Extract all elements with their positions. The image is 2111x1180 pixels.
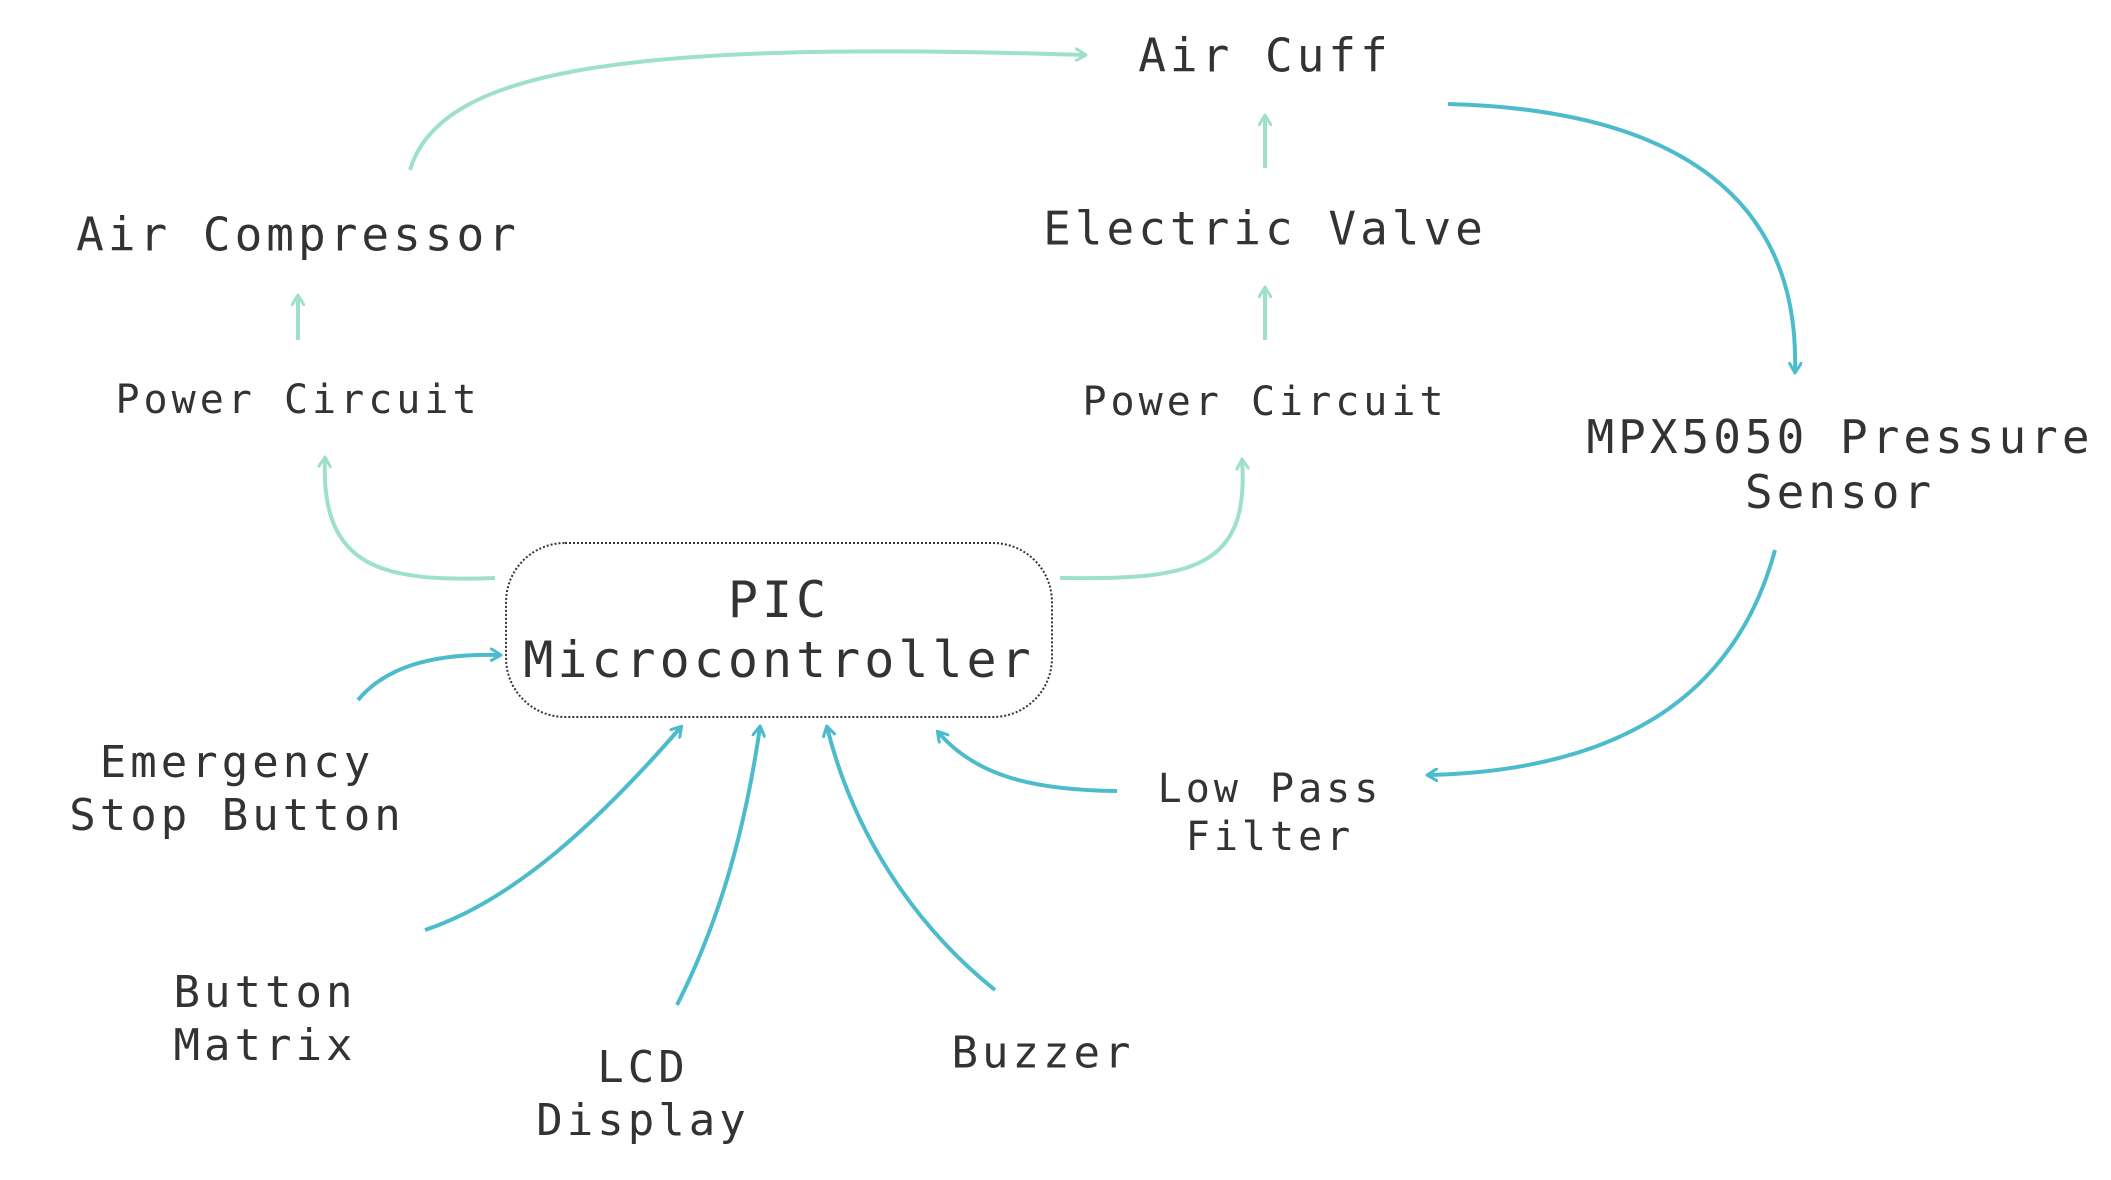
pressure-sensor-label-line2: Sensor	[1744, 465, 1936, 519]
buzzer-label: Buzzer	[951, 1027, 1135, 1079]
air-compressor-label: Air Compressor	[76, 207, 520, 262]
link-cuff-to-sensor	[1447, 102, 1795, 372]
link-sensor-to-filter	[1428, 549, 1777, 775]
link-mcu-to-power-left	[325, 458, 496, 581]
emergency-stop-label-line2: Stop Button	[69, 790, 405, 841]
button-matrix-label-line2: Matrix	[173, 1020, 357, 1071]
link-buzzer-to-mcu	[827, 727, 997, 992]
link-button-matrix-to-mcu	[424, 727, 681, 932]
electric-valve-node: Electric Valve	[1043, 201, 1487, 256]
power-circuit-left-node: Power Circuit	[115, 376, 480, 424]
mcu-label: PIC Microcontroller	[523, 570, 1035, 690]
link-mcu-to-power-right	[1059, 460, 1243, 581]
air-compressor-node: Air Compressor	[76, 207, 520, 262]
air-cuff-node: Air Cuff	[1138, 28, 1392, 83]
buzzer-node: Buzzer	[952, 1028, 1135, 1081]
link-filter-to-mcu	[938, 732, 1118, 793]
link-emergency-to-mcu	[356, 655, 500, 702]
link-compressor-to-cuff	[408, 51, 1085, 171]
button-matrix-label-line1: Button	[173, 967, 357, 1019]
power-circuit-right-label: Power Circuit	[1082, 379, 1448, 425]
power-circuit-left-label: Power Circuit	[115, 377, 481, 423]
lcd-display-node: LCD Display	[536, 1042, 749, 1148]
button-matrix-node: Button Matrix	[174, 967, 357, 1073]
lcd-display-label-line1: LCD	[597, 1042, 689, 1094]
mcu-block	[505, 542, 1053, 718]
low-pass-filter-node: Low Pass Filter	[1158, 765, 1383, 861]
pressure-sensor-node: MPX5050 Pressure Sensor	[1586, 410, 2093, 520]
mcu-label-line1: PIC	[727, 571, 831, 629]
low-pass-filter-label-line2: Filter	[1185, 814, 1355, 860]
mcu-label-line2: Microcontroller	[523, 631, 1035, 689]
lcd-display-label-line2: Display	[536, 1095, 750, 1146]
pressure-sensor-label-line1: MPX5050 Pressure	[1586, 409, 2094, 464]
air-cuff-label: Air Cuff	[1138, 28, 1392, 83]
electric-valve-label: Electric Valve	[1043, 201, 1487, 256]
link-lcd-to-mcu	[675, 727, 760, 1006]
low-pass-filter-label-line1: Low Pass	[1157, 766, 1383, 812]
power-circuit-right-node: Power Circuit	[1082, 378, 1447, 426]
emergency-stop-label-line1: Emergency	[99, 737, 375, 789]
emergency-stop-node: Emergency Stop Button	[69, 737, 404, 843]
